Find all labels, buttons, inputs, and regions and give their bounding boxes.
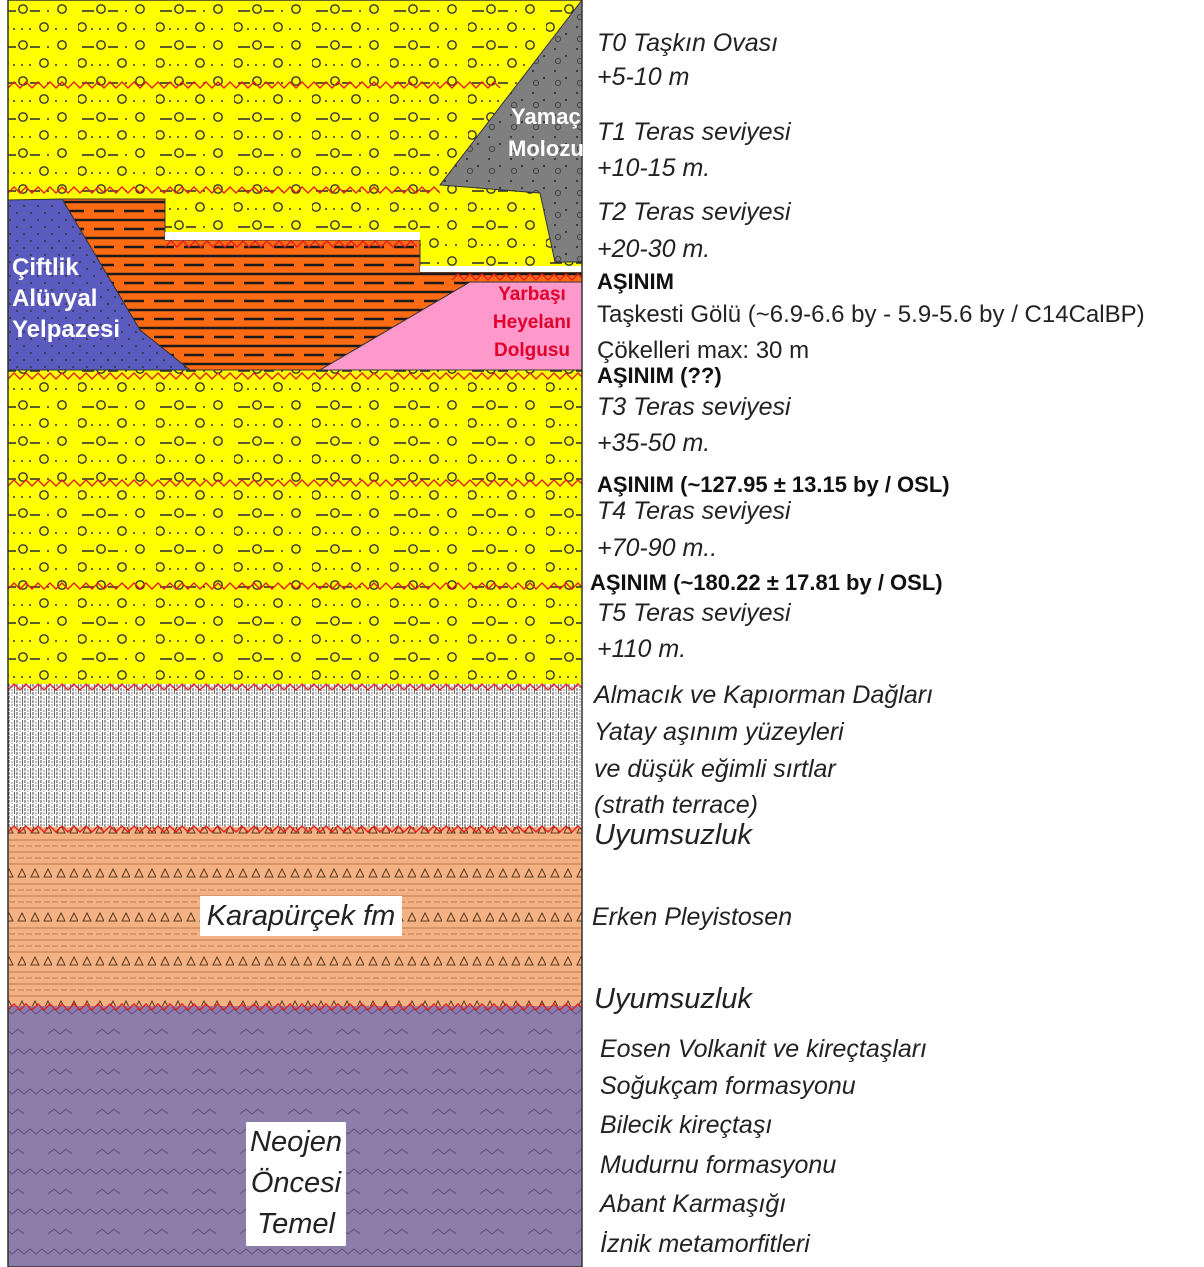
erosion-line [451, 273, 583, 281]
talus-label-line: Molozu [508, 136, 584, 161]
basement-unit: Abant Karmaşığı [600, 1190, 787, 1218]
unconformity-label: Uyumsuzluk [594, 983, 752, 1015]
strath-line: Almacık ve Kapıorman Dağları [594, 681, 934, 709]
basement-label-line: Neojen [250, 1126, 342, 1158]
t1-height: +10-15 m. [597, 154, 711, 182]
basement-label-line: Temel [257, 1208, 335, 1240]
erosion-label: AŞINIM (??) [597, 363, 722, 388]
strath-layer [8, 684, 582, 827]
alluvial-fan-label-line: Alüvyal [12, 285, 98, 312]
basement-label-line: Öncesi [250, 1167, 342, 1199]
erosion-label: AŞINIM (~127.95 ± 13.15 by / OSL) [597, 472, 950, 497]
landslide-label-line: Heyelanı [492, 312, 572, 333]
strath-line: ve düşük eğimli sırtlar [594, 755, 836, 783]
basement-label: Neojen Öncesi Temel [246, 1122, 346, 1246]
landslide-label-line: Yarbaşı [498, 284, 566, 305]
lake-gap-stripe [165, 232, 420, 240]
early-pleistocene-label: Erken Pleyistosen [592, 903, 793, 931]
alluvial-fan-label-line: Çiftlik [12, 254, 79, 281]
t2-height: +20-30 m. [597, 235, 711, 263]
erosion-label: AŞINIM [597, 269, 674, 294]
karapurcek-label: Karapürçek fm [200, 896, 402, 936]
t4-height: +70-90 m.. [597, 534, 718, 562]
column-border [7, 0, 583, 1267]
erosion-line [7, 81, 501, 89]
erosion-line [7, 582, 583, 590]
erosion-line [7, 825, 583, 833]
talus-label: Yamaç Molozu [508, 104, 584, 162]
alluvial-fan-label-line: Yelpazesi [12, 316, 121, 343]
t5-name: T5 Teras seviyesi [597, 599, 791, 627]
unconformity-label: Uyumsuzluk [594, 819, 752, 851]
erosion-line [7, 479, 583, 487]
basement-unit: Eosen Volkanit ve kireçtaşları [600, 1035, 928, 1063]
t4-layer [8, 480, 582, 583]
strath-line: (strath terrace) [594, 791, 758, 819]
t4-name: T4 Teras seviyesi [597, 497, 791, 525]
erosion-line [164, 240, 418, 248]
t3-layer [8, 373, 582, 480]
erosion-label: AŞINIM (~180.22 ± 17.81 by / OSL) [590, 570, 943, 595]
t3-name: T3 Teras seviyesi [597, 393, 791, 421]
erosion-line [7, 186, 441, 194]
erosion-line [7, 1003, 583, 1011]
t2-name: T2 Teras seviyesi [597, 198, 791, 226]
erosion-line [7, 683, 583, 691]
basement-unit: Soğukçam formasyonu [600, 1072, 856, 1100]
t0-name: T0 Taşkın Ovası [597, 29, 779, 57]
t3-height: +35-50 m. [597, 429, 711, 457]
erosion-line [7, 372, 583, 380]
t0-height: +5-10 m [597, 63, 690, 91]
basement-unit: Mudurnu formasyonu [600, 1151, 837, 1179]
talus-label-line: Yamaç [511, 104, 581, 129]
t5-layer [8, 583, 582, 684]
lake-gap-stripe [420, 266, 582, 272]
t5-height: +110 m. [597, 635, 687, 663]
t1-name: T1 Teras seviyesi [597, 118, 791, 146]
landslide-label-line: Dolgusu [494, 340, 570, 361]
lake-thickness: Çökelleri max: 30 m [597, 337, 810, 364]
basement-unit: İznik metamorfitleri [600, 1230, 810, 1258]
strath-line: Yatay aşınım yüzeyleri [594, 718, 844, 746]
landslide-label: Yarbaşı Heyelanı Dolgusu [484, 281, 580, 365]
lake-name: Taşkesti Gölü (~6.9-6.6 by - 5.9-5.6 by … [597, 301, 1145, 328]
alluvial-fan-label: Çiftlik Alüvyal Yelpazesi [12, 252, 120, 345]
basement-unit: Bilecik kireçtaşı [600, 1111, 773, 1139]
